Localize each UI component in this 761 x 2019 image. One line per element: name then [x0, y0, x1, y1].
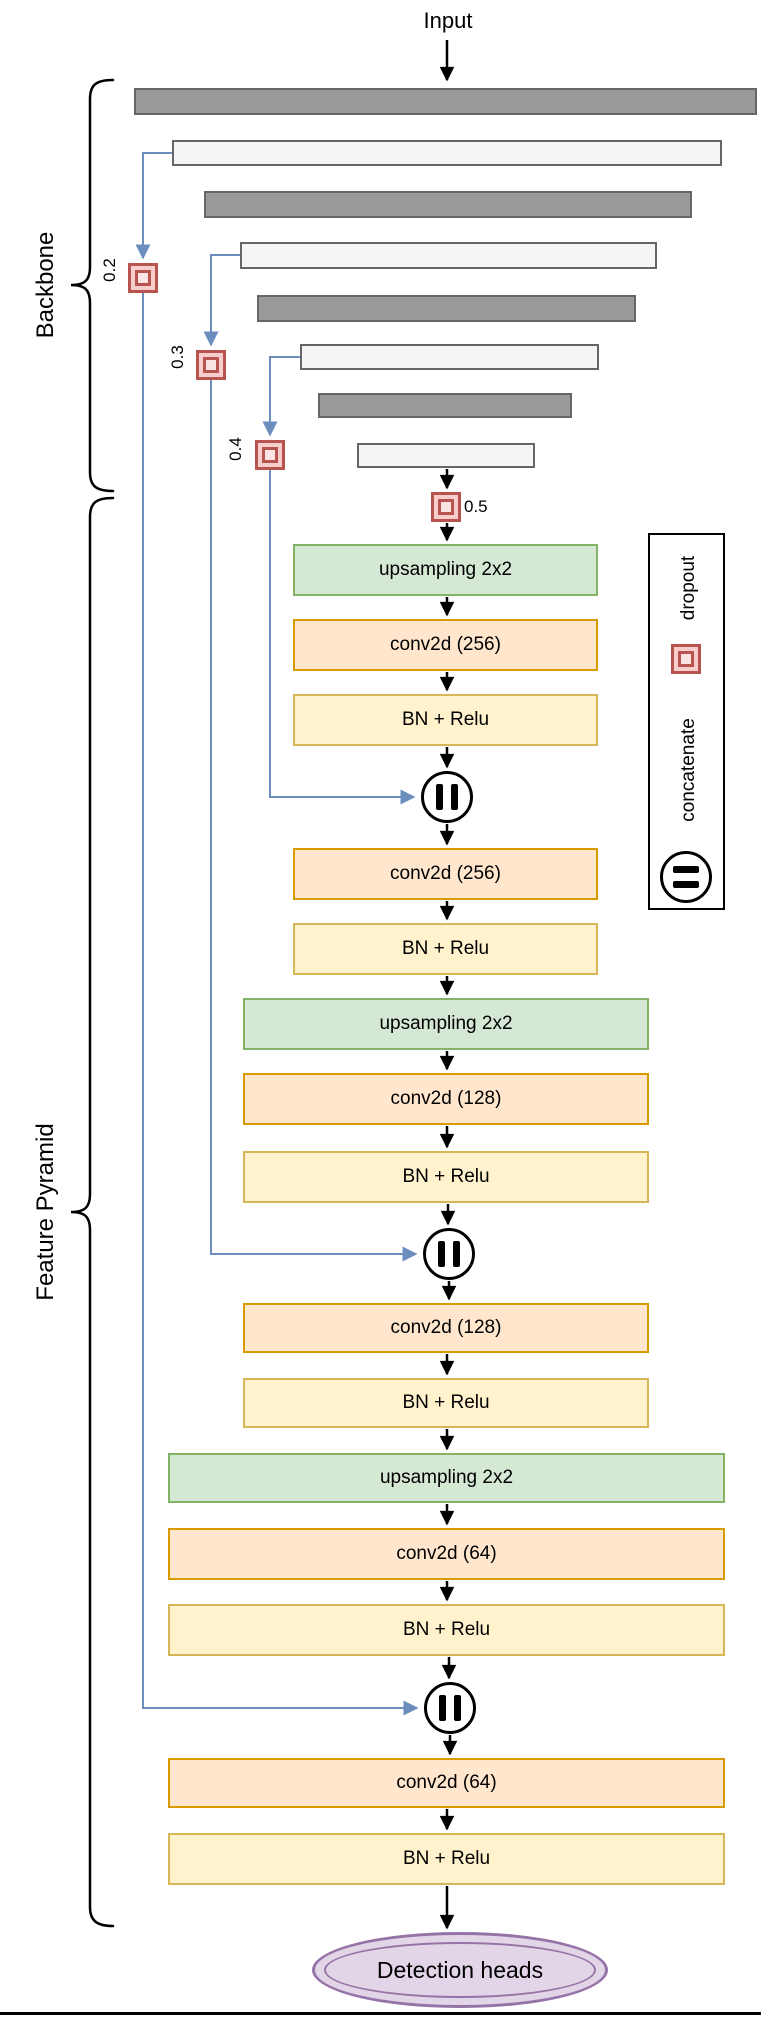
dropout-icon-0.5 [431, 492, 461, 522]
feature-map-bar-4 [240, 242, 657, 269]
feature-pyramid-section-label: Feature Pyramid [32, 1123, 59, 1301]
dropout-rate-0.5: 0.5 [464, 497, 488, 516]
backbone-brace [70, 78, 115, 493]
dropout-rate-0.2: 0.2 [100, 258, 119, 282]
layer-conv256-2: conv2d (256) [293, 848, 598, 900]
layer-bnrelu-2: BN + Relu [293, 923, 598, 975]
feature-map-bar-6 [300, 344, 599, 370]
legend-dropout-label: dropout [678, 555, 699, 621]
legend-concatenate-label: concatenate [678, 718, 699, 822]
legend-concatenate-icon [660, 851, 712, 903]
feature-map-bar-5 [257, 295, 636, 322]
dropout-rate-0.4: 0.4 [226, 437, 245, 461]
layer-upsampling-1: upsampling 2x2 [293, 544, 598, 596]
flow-arrows [439, 469, 458, 1930]
feature-pyramid-brace [70, 496, 115, 1928]
dropout-rate-0.3: 0.3 [168, 345, 187, 369]
layer-bnrelu-6: BN + Relu [168, 1833, 725, 1885]
concatenate-node-3 [424, 1682, 476, 1734]
concatenate-node-1 [421, 771, 473, 823]
legend [648, 533, 725, 910]
dropout-icon-0.2 [128, 263, 158, 293]
layer-bnrelu-5: BN + Relu [168, 1604, 725, 1656]
detection-heads-inner-ring [324, 1942, 596, 1998]
backbone-section-label: Backbone [32, 231, 59, 339]
layer-bnrelu-1: BN + Relu [293, 694, 598, 746]
legend-dropout-icon [671, 644, 701, 674]
feature-map-bar-3 [204, 191, 692, 218]
layer-conv128-1: conv2d (128) [243, 1073, 649, 1125]
feature-map-bar-2 [172, 140, 722, 166]
detection-heads-label: Detection heads [376, 1956, 544, 1983]
layer-bnrelu-4: BN + Relu [243, 1378, 649, 1428]
layer-conv256-1: conv2d (256) [293, 619, 598, 671]
skip-connections [135, 152, 419, 1716]
layer-bnrelu-3: BN + Relu [243, 1151, 649, 1203]
layer-conv64-1: conv2d (64) [168, 1528, 725, 1580]
detection-heads-node: Detection heads [312, 1932, 608, 2008]
feature-map-bar-7 [318, 393, 572, 418]
feature-map-bar-1 [134, 88, 757, 115]
layer-upsampling-2: upsampling 2x2 [243, 998, 649, 1050]
layer-upsampling-3: upsampling 2x2 [168, 1453, 725, 1503]
layer-conv128-2: conv2d (128) [243, 1303, 649, 1353]
feature-map-bar-8 [357, 443, 535, 468]
bottom-divider [0, 2012, 761, 2015]
input-label: Input [423, 8, 473, 33]
layer-conv64-2: conv2d (64) [168, 1758, 725, 1808]
concatenate-node-2 [423, 1228, 475, 1280]
dropout-icon-0.4 [255, 440, 285, 470]
dropout-icon-0.3 [196, 350, 226, 380]
